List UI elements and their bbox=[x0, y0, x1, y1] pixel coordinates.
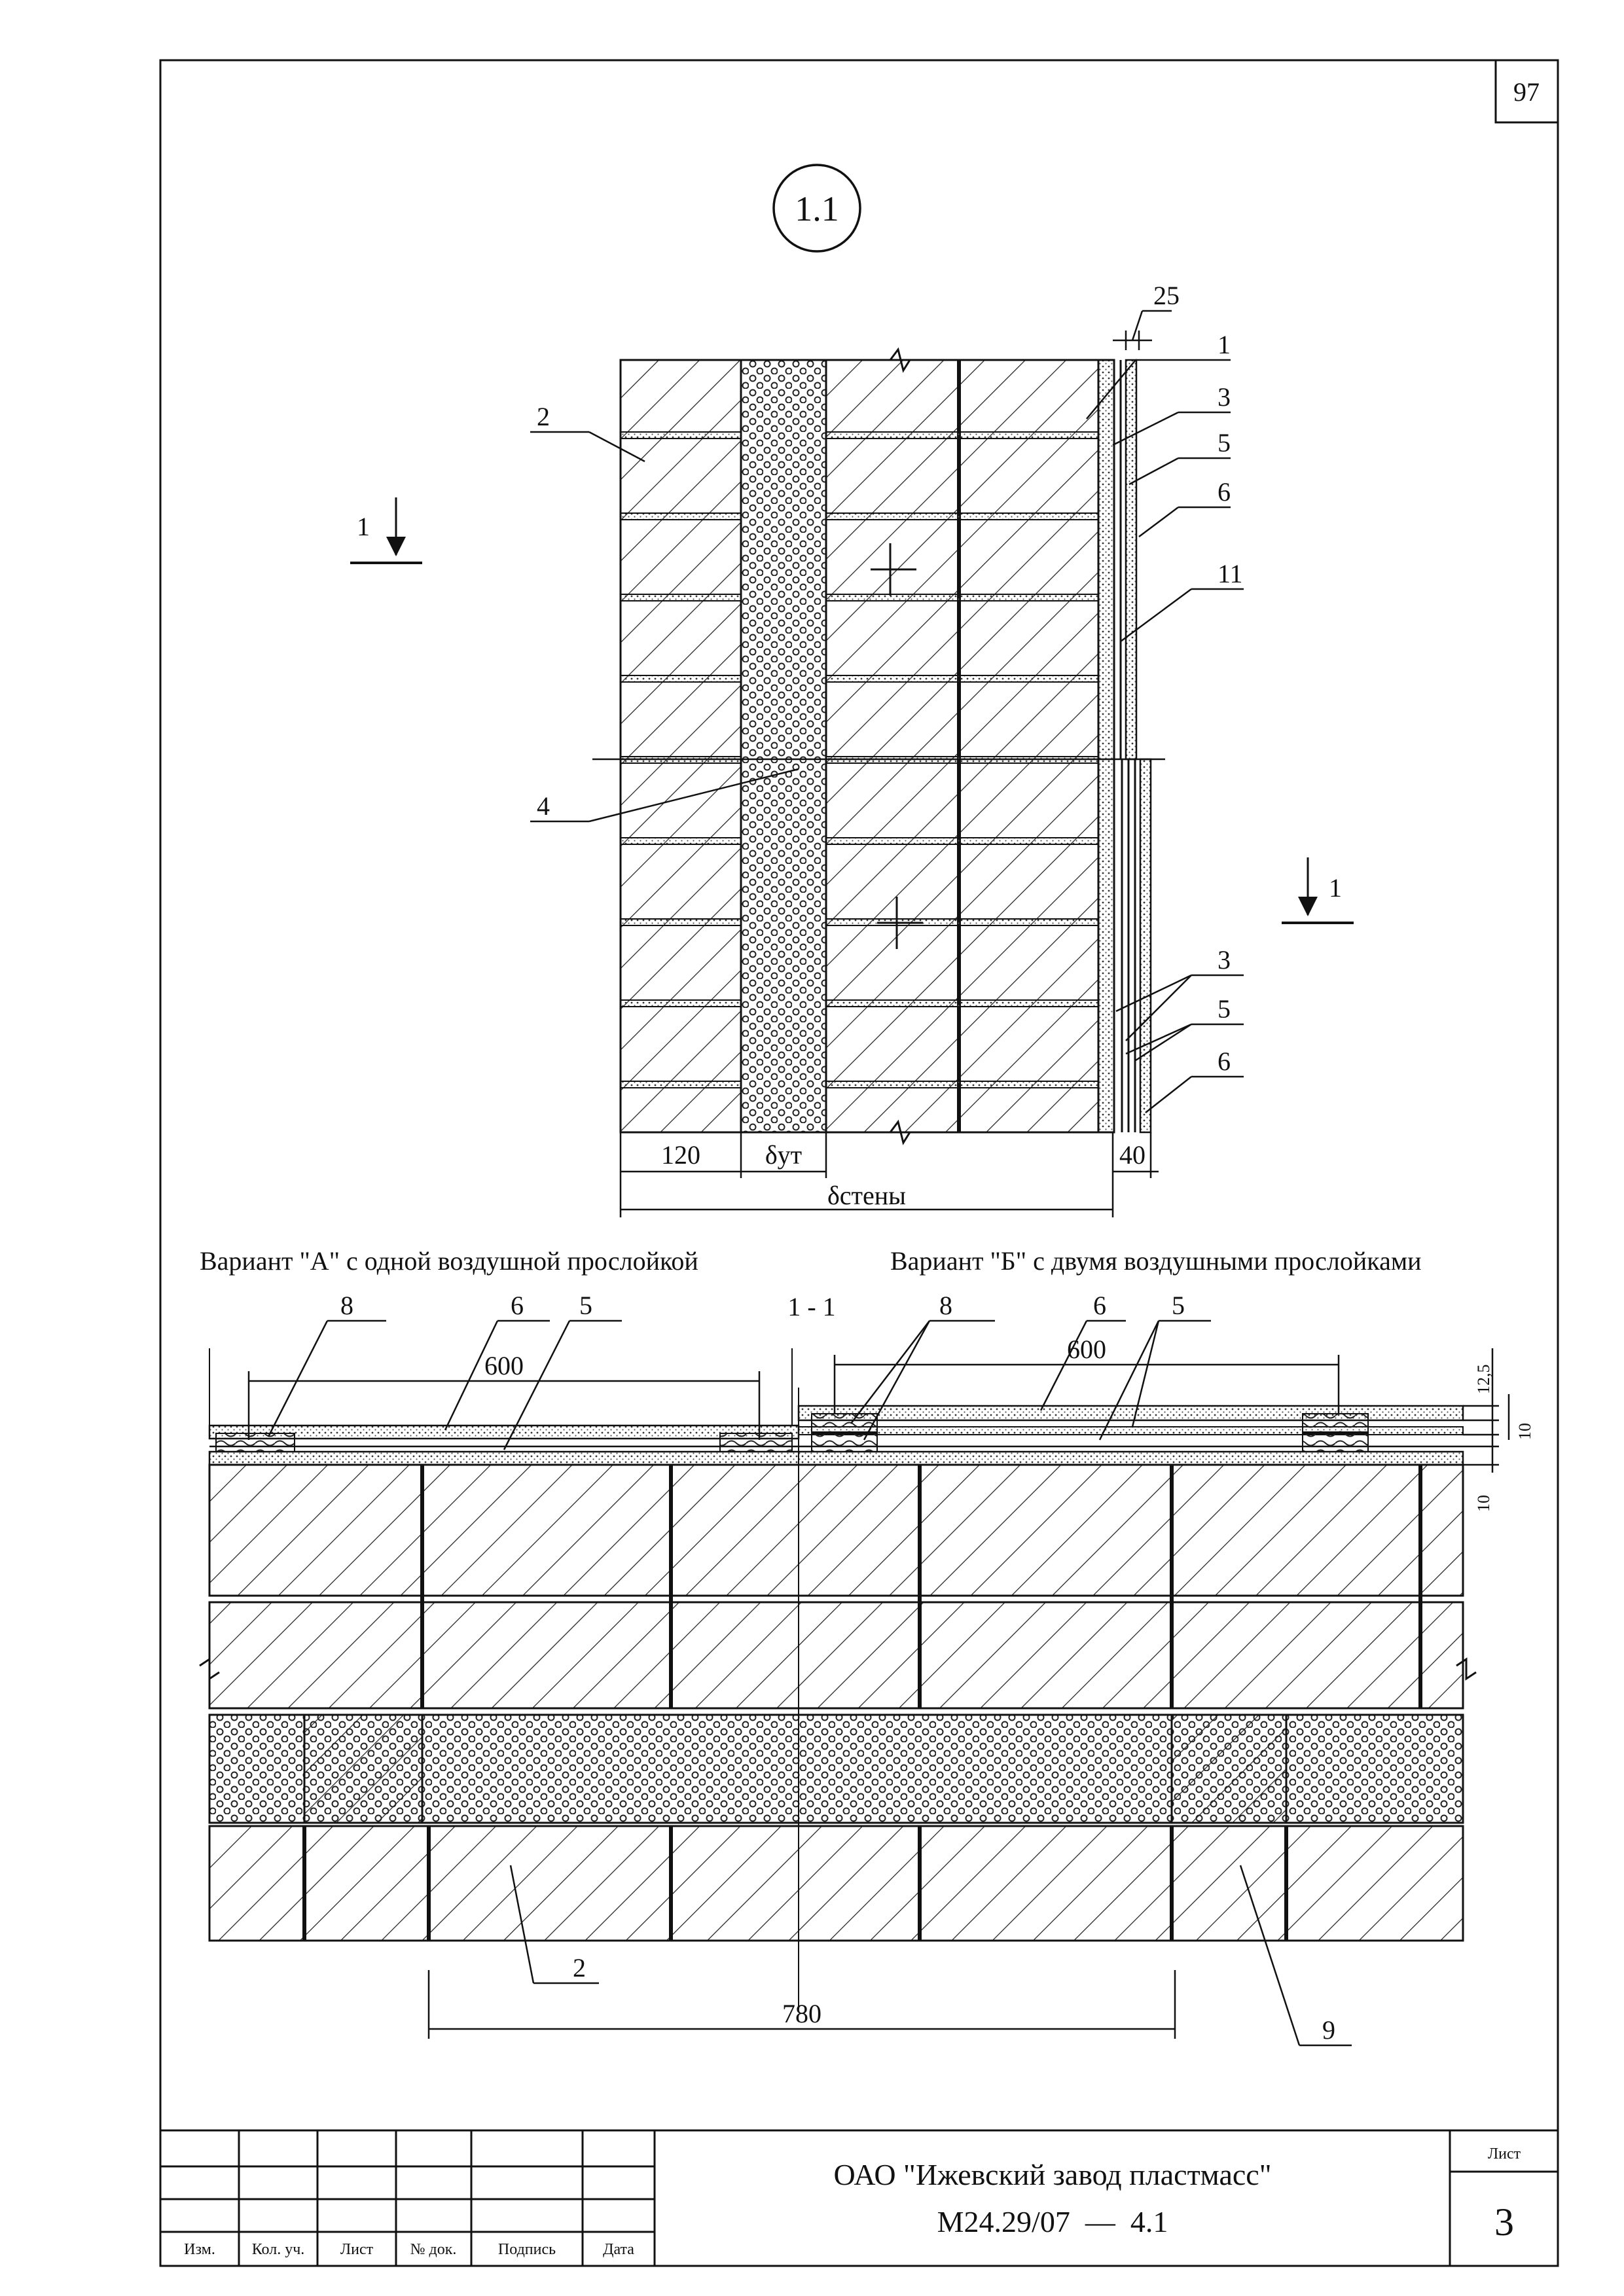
facing-variant-a bbox=[208, 1424, 800, 1440]
battens bbox=[215, 1413, 1369, 1452]
th-doc-no: № док. bbox=[410, 2241, 457, 2258]
callout-3: 3 bbox=[1218, 382, 1231, 412]
dim-10-upper: 10 bbox=[1515, 1423, 1534, 1440]
node-mark-circle bbox=[772, 164, 861, 253]
th-list: Лист bbox=[340, 2241, 374, 2258]
plan-section bbox=[199, 1348, 1477, 2009]
callout-11: 11 bbox=[1218, 559, 1243, 588]
callout-1: 1 bbox=[1218, 330, 1231, 359]
plan-callout-2: 2 bbox=[573, 1953, 586, 1982]
plaster-plan bbox=[208, 1450, 1464, 1466]
plan-callout-6-a: 6 bbox=[511, 1291, 524, 1320]
dim-top-25: 25 bbox=[1153, 281, 1180, 310]
plan-callout-8-a: 8 bbox=[340, 1291, 353, 1320]
dim-10-lower: 10 bbox=[1474, 1495, 1493, 1512]
organization-name: ОАО "Ижевский завод пластмасс" bbox=[833, 2158, 1271, 2191]
th-izm: Изм. bbox=[184, 2241, 215, 2258]
brick-column-left bbox=[619, 359, 742, 1134]
dim-600-a: 600 bbox=[484, 1351, 524, 1380]
brick-row-2 bbox=[208, 1601, 1464, 1710]
variant-b-caption: Вариант "Б" с двумя воздушными прослойка… bbox=[890, 1246, 1422, 1276]
insulation-column bbox=[740, 359, 827, 1134]
section-marker-left bbox=[350, 497, 422, 564]
sheet-frame bbox=[159, 59, 1559, 2267]
section-marker-left-label: 1 bbox=[357, 512, 370, 541]
facing-board-upper bbox=[1125, 359, 1138, 761]
callout-2: 2 bbox=[537, 402, 550, 431]
plan-dimensions bbox=[247, 1319, 1510, 2047]
section-title: 1 - 1 bbox=[787, 1292, 835, 1321]
callout-5-lower: 5 bbox=[1218, 994, 1231, 1024]
callout-5: 5 bbox=[1218, 428, 1231, 457]
dim-780: 780 bbox=[782, 1999, 821, 2028]
section-marker-right bbox=[1282, 857, 1354, 924]
document-code: М24.29/07 — 4.1 bbox=[937, 2205, 1168, 2238]
variant-a-caption: Вариант "А" с одной воздушной прослойкой bbox=[200, 1246, 698, 1276]
brick-column-right bbox=[825, 359, 1100, 1134]
dim-600-b: 600 bbox=[1067, 1335, 1106, 1364]
callout-6-lower: 6 bbox=[1218, 1047, 1231, 1076]
title-block bbox=[160, 2129, 1558, 2266]
brick-row-1 bbox=[208, 1463, 1464, 1597]
plan-callout-9: 9 bbox=[1322, 2015, 1335, 2045]
dim-facing-40: 40 bbox=[1119, 1140, 1146, 1170]
th-kol-uch: Кол. уч. bbox=[252, 2241, 305, 2258]
th-date: Дата bbox=[603, 2241, 634, 2258]
plan-callout-8-b: 8 bbox=[939, 1291, 952, 1320]
facing-board-lower bbox=[1139, 758, 1152, 1134]
plan-callout-6-b: 6 bbox=[1093, 1291, 1106, 1320]
brick-tie-left bbox=[303, 1713, 424, 1824]
elevation-callout-leaders bbox=[530, 359, 1244, 1113]
dim-12-5: 12,5 bbox=[1474, 1365, 1493, 1395]
sheet-corner-number: 97 bbox=[1513, 77, 1540, 107]
dim-wall-thickness: δстены bbox=[827, 1181, 906, 1210]
th-signature: Подпись bbox=[498, 2241, 556, 2258]
dim-insulation-thickness: δут bbox=[765, 1140, 802, 1170]
sheet-label: Лист bbox=[1488, 2145, 1521, 2162]
brick-tie-right bbox=[1170, 1713, 1288, 1824]
elevation-dimensions bbox=[619, 310, 1172, 1217]
callout-3-lower: 3 bbox=[1218, 945, 1231, 975]
brick-row-3 bbox=[208, 1825, 1464, 1942]
elevation-view bbox=[592, 347, 1165, 1145]
sheet-number: 3 bbox=[1494, 2200, 1514, 2244]
plan-callout-5-b: 5 bbox=[1172, 1291, 1185, 1320]
plan-callout-5-a: 5 bbox=[579, 1291, 592, 1320]
dim-120: 120 bbox=[661, 1140, 700, 1170]
plaster-layer bbox=[1097, 359, 1115, 1134]
callout-4: 4 bbox=[537, 791, 550, 821]
node-mark-label: 1.1 bbox=[795, 189, 839, 228]
callout-6: 6 bbox=[1218, 477, 1231, 507]
section-marker-right-label: 1 bbox=[1329, 873, 1342, 903]
